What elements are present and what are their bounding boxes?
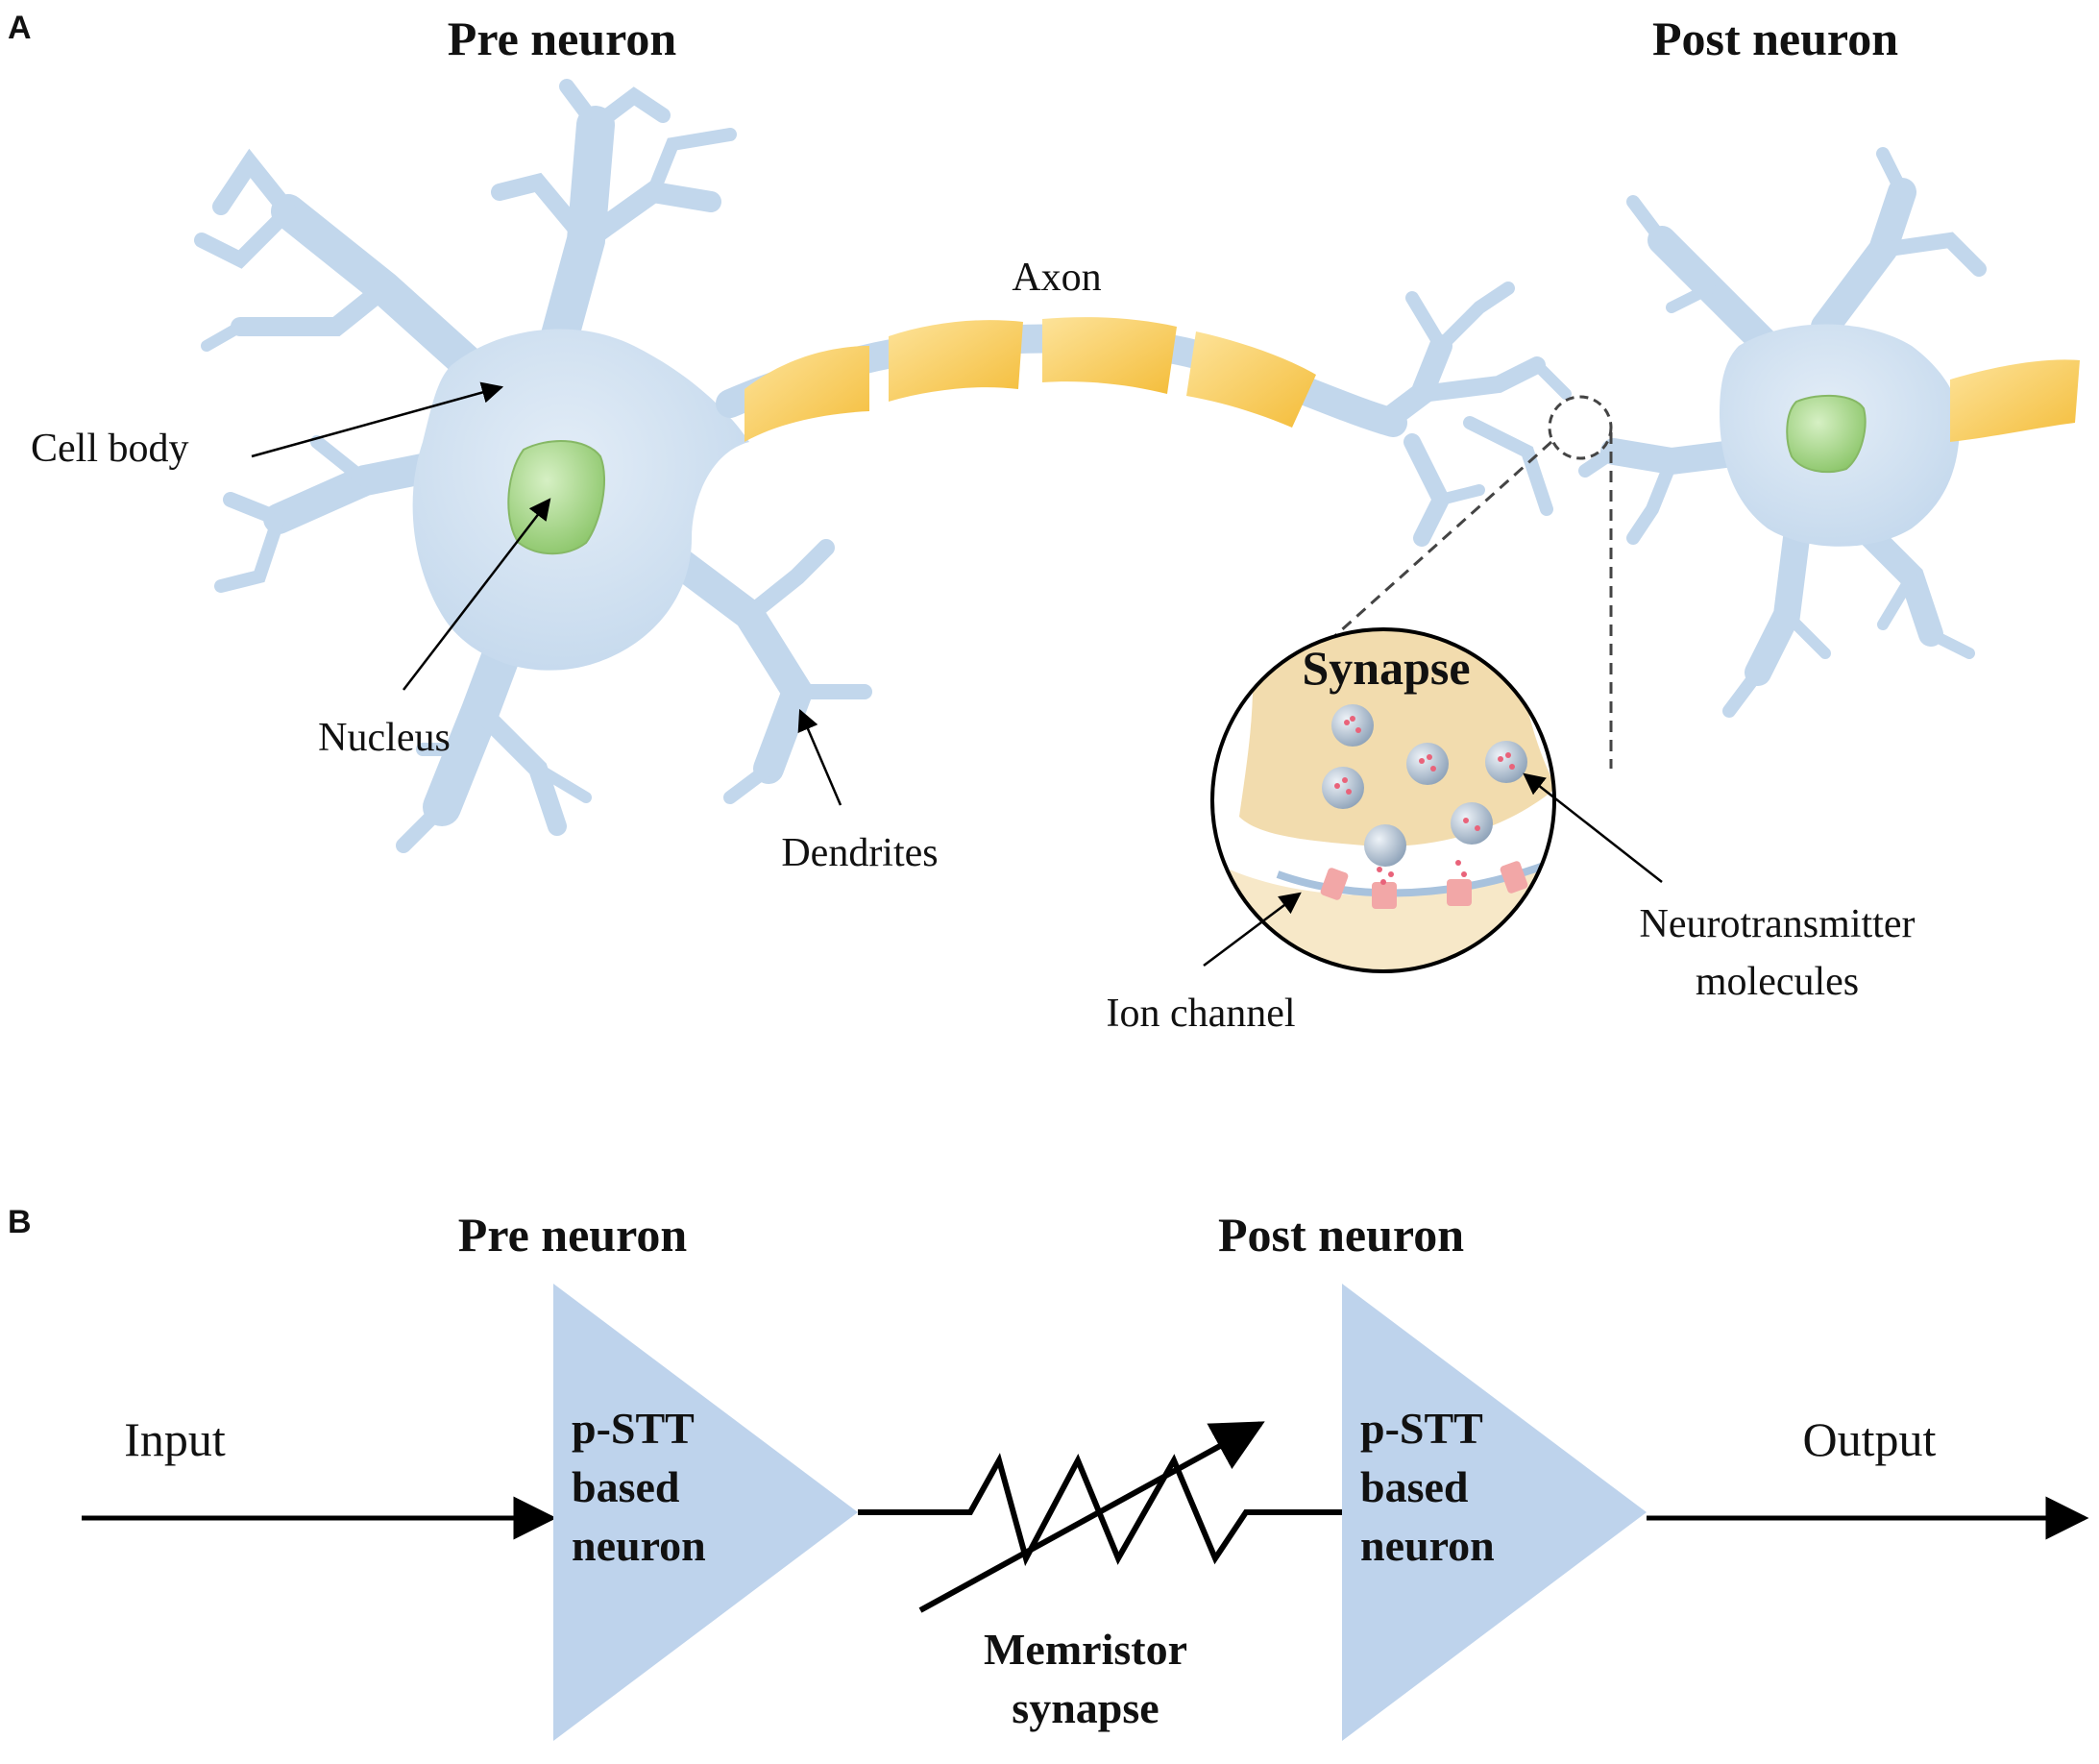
post-neuron-illustration xyxy=(1578,147,2080,718)
post-neuron-block xyxy=(1342,1284,1647,1741)
post-block-line1: p-STT xyxy=(1360,1404,1483,1453)
panel-b-letter: B xyxy=(8,1204,32,1240)
pre-block-line1: p-STT xyxy=(572,1404,695,1453)
arrow-ion-channel xyxy=(1203,892,1302,967)
presynaptic-terminal xyxy=(1239,629,1554,846)
pre-neuron-block xyxy=(553,1284,858,1741)
vesicle xyxy=(1322,767,1364,809)
vesicle xyxy=(1451,802,1493,845)
label-dendrites: Dendrites xyxy=(781,831,938,875)
vesicle xyxy=(1331,704,1374,747)
post-neuron-dendrites xyxy=(1578,147,1987,718)
input-label: Input xyxy=(124,1412,226,1466)
ion-channel xyxy=(1447,879,1472,906)
panel-a-post-neuron-title: Post neuron xyxy=(1652,12,1898,65)
panel-b-post-neuron-title: Post neuron xyxy=(1218,1208,1464,1262)
synapse-inset-border xyxy=(1210,627,1556,973)
myelin-sheaths xyxy=(744,317,1316,442)
vesicle xyxy=(1364,824,1406,867)
post-block-line2: based xyxy=(1360,1462,1469,1511)
vesicle xyxy=(1485,741,1527,783)
memristor-zigzag xyxy=(858,1453,1342,1567)
memristor-variable-arrow xyxy=(918,1421,1265,1613)
post-nucleus xyxy=(1786,394,1867,474)
label-nucleus: Nucleus xyxy=(318,716,451,760)
arrow-neurotransmitter xyxy=(1523,772,1663,883)
myelin-sheath xyxy=(1186,331,1316,428)
arrow-cell-body xyxy=(251,381,504,458)
pre-block-line2: based xyxy=(572,1462,680,1511)
neurotransmitter-dots xyxy=(1334,716,1515,885)
output-label: Output xyxy=(1803,1412,1937,1466)
memristor-label-line1: Memristor xyxy=(984,1625,1187,1674)
vesicles xyxy=(1322,704,1527,867)
myelin-sheath xyxy=(1042,317,1177,394)
memristor-symbol xyxy=(858,1421,1342,1613)
postsynaptic-membrane xyxy=(1212,860,1554,971)
label-neurotransmitter-line1: Neurotransmitter xyxy=(1640,902,1916,946)
myelin-sheath xyxy=(744,346,869,442)
label-synapse: Synapse xyxy=(1302,641,1470,695)
axon-terminal xyxy=(1372,282,1572,547)
post-axon-myelin xyxy=(1950,359,2080,442)
panel-a-letter: A xyxy=(8,10,32,46)
post-block-line3: neuron xyxy=(1360,1521,1495,1570)
ion-channel xyxy=(1372,882,1397,909)
pre-neuron-illustration xyxy=(194,79,1572,853)
arrow-nucleus xyxy=(403,498,551,691)
label-axon: Axon xyxy=(1012,256,1101,300)
panel-a-pre-neuron-title: Pre neuron xyxy=(448,12,677,65)
memristor-label-line2: synapse xyxy=(1012,1683,1159,1732)
synapse-inset xyxy=(1210,627,1556,973)
vesicle xyxy=(1406,743,1449,785)
arrow-dendrites xyxy=(797,708,842,806)
ion-channel xyxy=(1500,861,1528,894)
myelin-sheath xyxy=(889,320,1023,402)
pre-nucleus xyxy=(507,440,606,555)
ion-channel xyxy=(1320,868,1349,900)
ion-channels xyxy=(1320,861,1528,909)
label-cell-body: Cell body xyxy=(31,427,189,471)
synapse-zoom-indicator xyxy=(1548,395,1613,460)
label-ion-channel: Ion channel xyxy=(1106,992,1295,1036)
label-neurotransmitter-line2: molecules xyxy=(1696,960,1859,1004)
zoom-line-left xyxy=(1319,440,1553,650)
panel-b-pre-neuron-title: Pre neuron xyxy=(458,1208,688,1262)
pre-block-line3: neuron xyxy=(572,1521,706,1570)
